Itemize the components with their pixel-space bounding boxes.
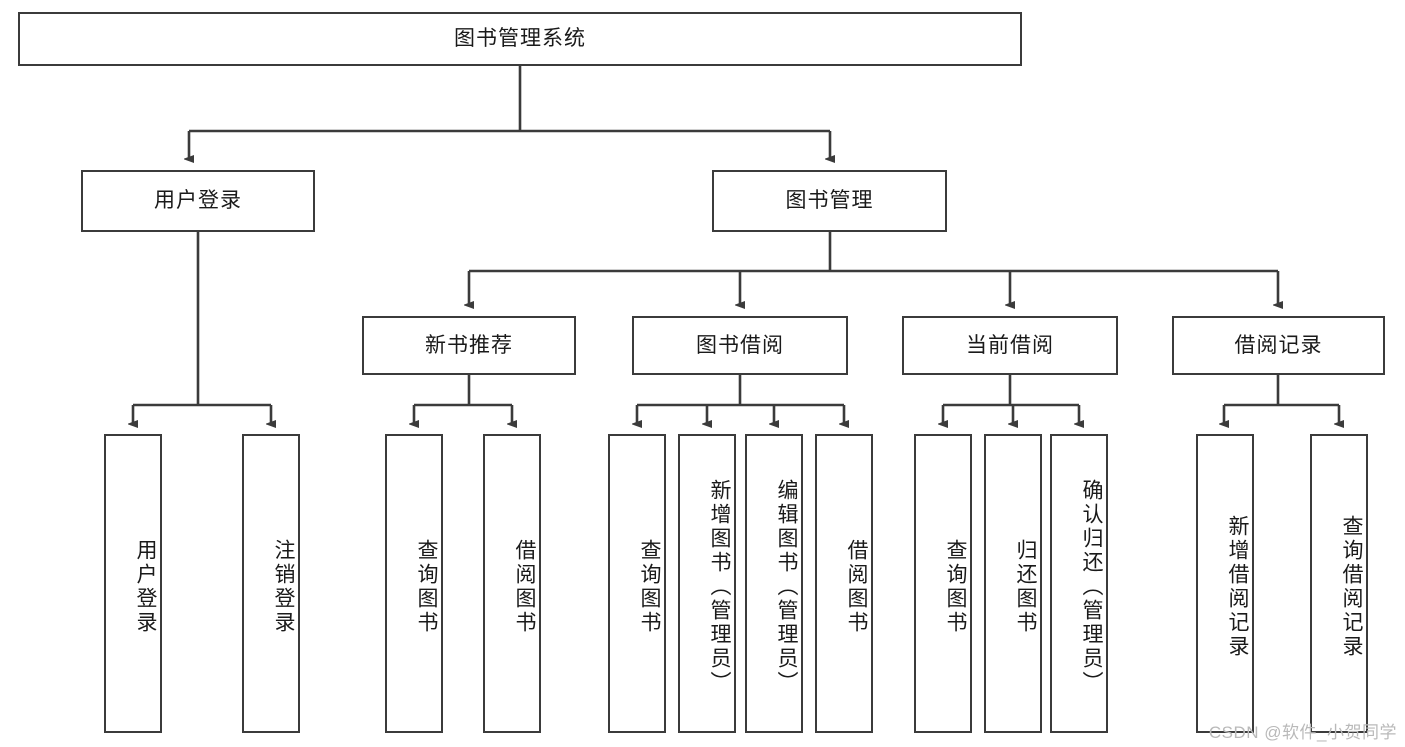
node-label: 注销登录 xyxy=(272,538,295,635)
node-label: 查询图书 xyxy=(944,538,967,635)
leaf-borrow-records-query-record[interactable]: 查询借阅记录 xyxy=(1310,434,1368,733)
node-label: 编辑图书（管理员） xyxy=(775,478,798,695)
node-label: 查询图书 xyxy=(638,538,661,635)
node-label: 新增图书（管理员） xyxy=(708,478,731,695)
node-label: 当前借阅 xyxy=(966,333,1054,357)
leaf-book-borrow-add-book-admin[interactable]: 新增图书（管理员） xyxy=(678,434,736,733)
watermark-text: CSDN @软件_小贺同学 xyxy=(1208,723,1397,742)
node-label: 归还图书 xyxy=(1014,538,1037,635)
leaf-user-login-logout[interactable]: 注销登录 xyxy=(242,434,300,733)
node-label: 新书推荐 xyxy=(425,333,513,357)
node-new-book-recommend[interactable]: 新书推荐 xyxy=(362,316,576,375)
node-label: 图书管理 xyxy=(785,189,874,213)
node-label: 借阅图书 xyxy=(513,538,536,635)
node-label: 查询图书 xyxy=(415,538,438,635)
node-label: 借阅记录 xyxy=(1234,333,1323,357)
node-label: 确认归还（管理员） xyxy=(1080,478,1103,695)
node-root-book-management-system[interactable]: 图书管理系统 xyxy=(18,12,1022,66)
node-borrow-records[interactable]: 借阅记录 xyxy=(1172,316,1385,375)
node-book-borrow[interactable]: 图书借阅 xyxy=(632,316,848,375)
node-label: 用户登录 xyxy=(154,189,242,213)
node-label: 新增借阅记录 xyxy=(1226,514,1249,659)
leaf-borrow-records-add-record[interactable]: 新增借阅记录 xyxy=(1196,434,1254,733)
node-user-login[interactable]: 用户登录 xyxy=(81,170,315,232)
node-book-management[interactable]: 图书管理 xyxy=(712,170,947,232)
leaf-user-login-login[interactable]: 用户登录 xyxy=(104,434,162,733)
node-label: 图书借阅 xyxy=(696,333,784,357)
node-current-borrow[interactable]: 当前借阅 xyxy=(902,316,1118,375)
node-label: 借阅图书 xyxy=(845,538,868,635)
node-label: 图书管理系统 xyxy=(454,27,586,51)
leaf-book-borrow-edit-book-admin[interactable]: 编辑图书（管理员） xyxy=(745,434,803,733)
leaf-current-borrow-confirm-return-admin[interactable]: 确认归还（管理员） xyxy=(1050,434,1108,733)
leaf-current-borrow-query-book[interactable]: 查询图书 xyxy=(914,434,972,733)
leaf-current-borrow-return-book[interactable]: 归还图书 xyxy=(984,434,1042,733)
node-label: 查询借阅记录 xyxy=(1340,514,1363,659)
node-label: 用户登录 xyxy=(134,538,157,635)
leaf-book-borrow-query-book[interactable]: 查询图书 xyxy=(608,434,666,733)
leaf-new-book-query-book[interactable]: 查询图书 xyxy=(385,434,443,733)
leaf-new-book-borrow-book[interactable]: 借阅图书 xyxy=(483,434,541,733)
leaf-book-borrow-borrow-book[interactable]: 借阅图书 xyxy=(815,434,873,733)
